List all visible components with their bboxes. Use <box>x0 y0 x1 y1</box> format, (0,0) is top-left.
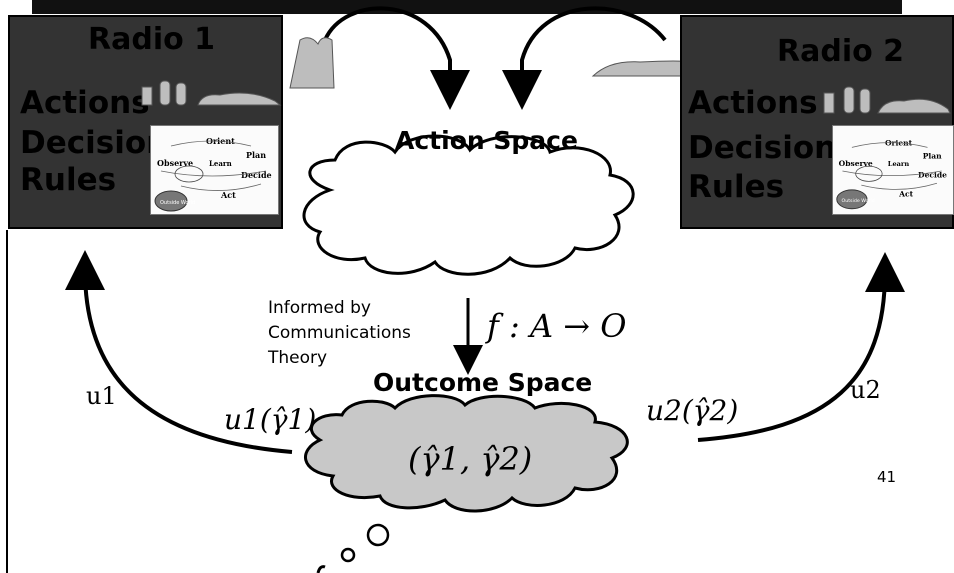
svg-text:Act: Act <box>898 189 913 198</box>
action-space-cloud <box>302 134 635 276</box>
left-edge-line <box>6 230 8 573</box>
u2-expression: u2(γ̂2) <box>646 394 739 427</box>
u1-expression: u1(γ̂1) <box>224 403 317 436</box>
page-number: 41 <box>877 468 897 486</box>
radio-2-decision-label: Decision <box>688 130 837 166</box>
flow-plan: Plan <box>246 150 266 160</box>
flow-learn: Learn <box>209 159 232 168</box>
radio-1-flowchart: Orient Plan Observe Learn Decide Act Out… <box>150 125 279 215</box>
gray-action-shape-left <box>289 37 335 89</box>
svg-text:Decide: Decide <box>918 171 947 180</box>
radio-1-box: Radio 1 Actions Decision Rules Orient Pl… <box>8 15 283 229</box>
svg-text:Learn: Learn <box>888 160 910 168</box>
u1-label: u1 <box>86 382 117 410</box>
u2-label: u2 <box>850 376 881 404</box>
svg-text:Observe: Observe <box>839 159 873 168</box>
informed-line-1: Informed by <box>268 298 371 318</box>
outcome-tuple: (γ̂1, γ̂2) <box>408 440 533 478</box>
svg-text:Plan: Plan <box>923 152 942 161</box>
radio-1-action-shapes <box>141 80 282 106</box>
flow-act: Act <box>220 190 236 200</box>
top-bar <box>32 0 902 14</box>
radio-2-actions-label: Actions <box>688 85 818 121</box>
thought-bubble-medium <box>340 547 356 563</box>
arrow-outcome-to-radio1 <box>65 250 293 454</box>
informed-line-3: Theory <box>268 348 328 368</box>
radio-2-title: Radio 2 <box>777 34 905 69</box>
informed-line-2: Communications <box>268 323 411 343</box>
arrow-radio1-to-action <box>323 6 470 110</box>
radio-2-box: Radio 2 Actions Decision Rules Orient Pl… <box>680 15 954 229</box>
radio-2-action-shapes <box>823 86 951 114</box>
outcome-space-label: Outcome Space <box>373 368 593 397</box>
svg-text:Outside World: Outside World <box>842 198 875 204</box>
arrow-radio2-to-action <box>502 6 667 110</box>
outcome-space-cloud <box>304 394 629 513</box>
radio-1-rules-label: Rules <box>20 162 117 198</box>
radio-2-rules-label: Rules <box>688 169 785 205</box>
action-space-label: Action Space <box>395 126 578 155</box>
radio-1-actions-label: Actions <box>20 85 150 121</box>
flow-observe: Observe <box>157 158 193 168</box>
radio-1-title: Radio 1 <box>88 22 216 57</box>
radio-2-flowchart: Orient Plan Observe Learn Decide Act Out… <box>832 125 954 215</box>
mapping-function: f : A → O <box>487 307 627 345</box>
arrow-outcome-to-radio2 <box>697 252 905 442</box>
flow-decide: Decide <box>241 170 272 180</box>
thought-bubble-large <box>366 523 390 547</box>
thought-bubble-small <box>316 565 326 573</box>
flow-outside-world: Outside World <box>160 200 195 206</box>
radio-1-decision-label: Decision <box>20 125 169 161</box>
informed-by-text: Informed by Communications Theory <box>268 296 411 371</box>
